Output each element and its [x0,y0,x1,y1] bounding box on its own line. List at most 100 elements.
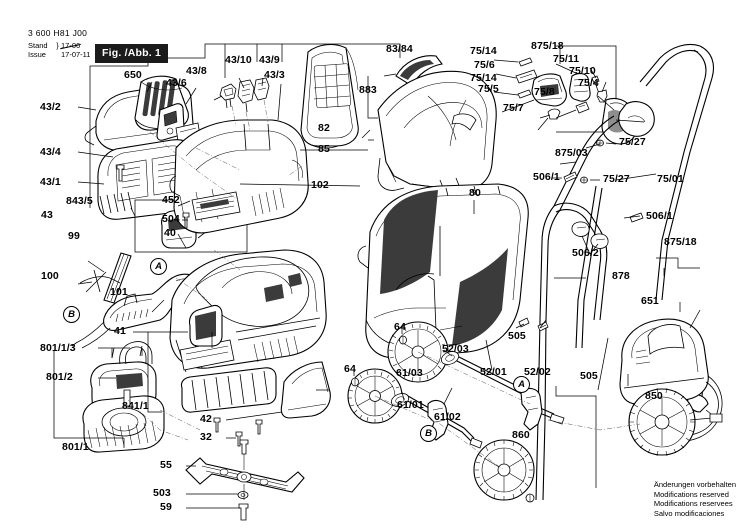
part-75-5-switch [532,74,566,106]
callout-75-7: 75/7 [503,102,524,114]
marker-b-left: B [63,306,80,323]
callout-75-01: 75/01 [657,173,684,185]
callout-452: 452 [162,194,180,206]
part-75-10-screw [597,90,607,102]
callout-875-03: 875/03 [555,147,588,159]
part-64-cap-a [400,336,407,344]
callout-801-2: 801/2 [46,371,73,383]
callout-61-01: 61/01 [397,399,424,411]
callout-101: 101 [110,286,128,298]
part-82-keypad [314,64,351,108]
callout-651: 651 [641,295,659,307]
callout-83-84: 83/84 [386,43,413,55]
callout-100: 100 [41,270,59,282]
part-handle-bars [536,45,714,501]
part-61-01-rod [406,396,482,448]
callout-61-03: 61/03 [396,367,423,379]
callout-503: 503 [153,487,171,499]
callout-59: 59 [160,501,172,513]
drawing-number: 3 600 H81 J00 [28,28,88,38]
assembly-guides [128,100,640,470]
callout-650: 650 [124,69,142,81]
callout-64-a: 64 [394,321,406,333]
callout-875-18-r: 875/18 [664,236,697,248]
callout-75-14-a: 75/14 [470,45,497,57]
part-42-deflector [281,362,330,418]
part-43-8-small [220,84,236,108]
part-40-vent-fins [252,188,284,216]
callout-52-03: 52/03 [442,343,469,355]
callout-75-4: 75/4 [578,77,599,89]
part-75-27-washer-b [581,177,588,183]
callout-80: 80 [469,187,481,199]
part-506-1-screw-b [630,213,643,222]
part-75-8-piece [576,102,589,113]
part-506-2-clamp-a [572,222,589,237]
callout-43-2: 43/2 [40,101,61,113]
part-64-cap-b [352,378,359,386]
marker-a-left: A [150,258,167,275]
callout-40: 40 [164,227,176,239]
callout-506-1-b: 506/1 [646,210,673,222]
callout-102: 102 [311,179,329,191]
callout-32: 32 [200,431,212,443]
part-chassis-fins [254,336,298,362]
callout-801-1: 801/1 [62,441,89,453]
callout-505-a: 505 [508,330,526,342]
part-55-blade [186,458,304,492]
callout-82: 82 [318,122,330,134]
part-61-03-bush [389,391,410,409]
part-452-board [192,192,240,220]
callout-75-27-a: 75/27 [619,136,646,148]
issue-label: Issue [28,50,46,59]
callout-850: 850 [645,390,663,402]
callout-841-1: 841/1 [122,400,149,412]
marker-a-wheels: A [513,376,530,393]
part-blade-top-screw [240,440,248,454]
callout-43-1: 43/1 [40,176,61,188]
part-59-screw [239,504,248,520]
part-52-02-lever [521,389,542,430]
notice-fr: Modifications reservees [653,499,733,509]
brace-bottom [54,50,61,59]
callout-43-4: 43/4 [40,146,61,158]
figure-badge: Fig. /Abb. 1 [95,44,168,63]
wheel-tread-rr [629,388,695,456]
part-wheel-front-right [474,440,534,500]
part-main-chassis [170,250,326,372]
stand-label: Stand [28,41,48,50]
part-841-1-fins [192,371,268,410]
stand-value: 17-06 [61,41,81,50]
brace-top: } [56,41,59,50]
part-506-2-clamp-b [591,234,608,249]
notice-es: Salvo modificaciones [653,508,725,518]
part-43-4-screw [117,165,124,181]
callout-43-8: 43/8 [186,65,207,77]
callout-875-18-top: 875/18 [531,40,564,52]
part-43-9-small [254,78,269,100]
part-850-bolt [690,414,722,422]
part-875-18-top-clip [570,74,590,102]
callout-878: 878 [612,270,630,282]
modification-notice: Änderungen vorbehalten Modifications res… [654,480,736,518]
callout-85: 85 [318,143,330,155]
part-99-bar [104,253,131,303]
part-32-screws [214,418,262,446]
part-801-1-gear-unit [83,342,164,452]
callout-843-5: 843/5 [66,195,93,207]
part-75-27-washer-a [597,140,604,146]
callout-43-3: 43/3 [264,69,285,81]
issue-block: Stand } 17-06 Issue 17-07-11 [28,41,90,59]
part-506-1-screw-a [564,172,577,182]
part-841-1-grille [181,368,276,412]
callout-801-1-3: 801/1/3 [40,342,76,354]
notice-en: Modifications reserved [653,489,729,499]
leader-lines [54,60,700,508]
part-101-grip-fins [116,309,148,322]
callout-75-6: 75/6 [474,59,495,71]
callout-99: 99 [68,230,80,242]
part-504-screw [183,213,189,228]
part-82-display-cover [301,45,358,148]
